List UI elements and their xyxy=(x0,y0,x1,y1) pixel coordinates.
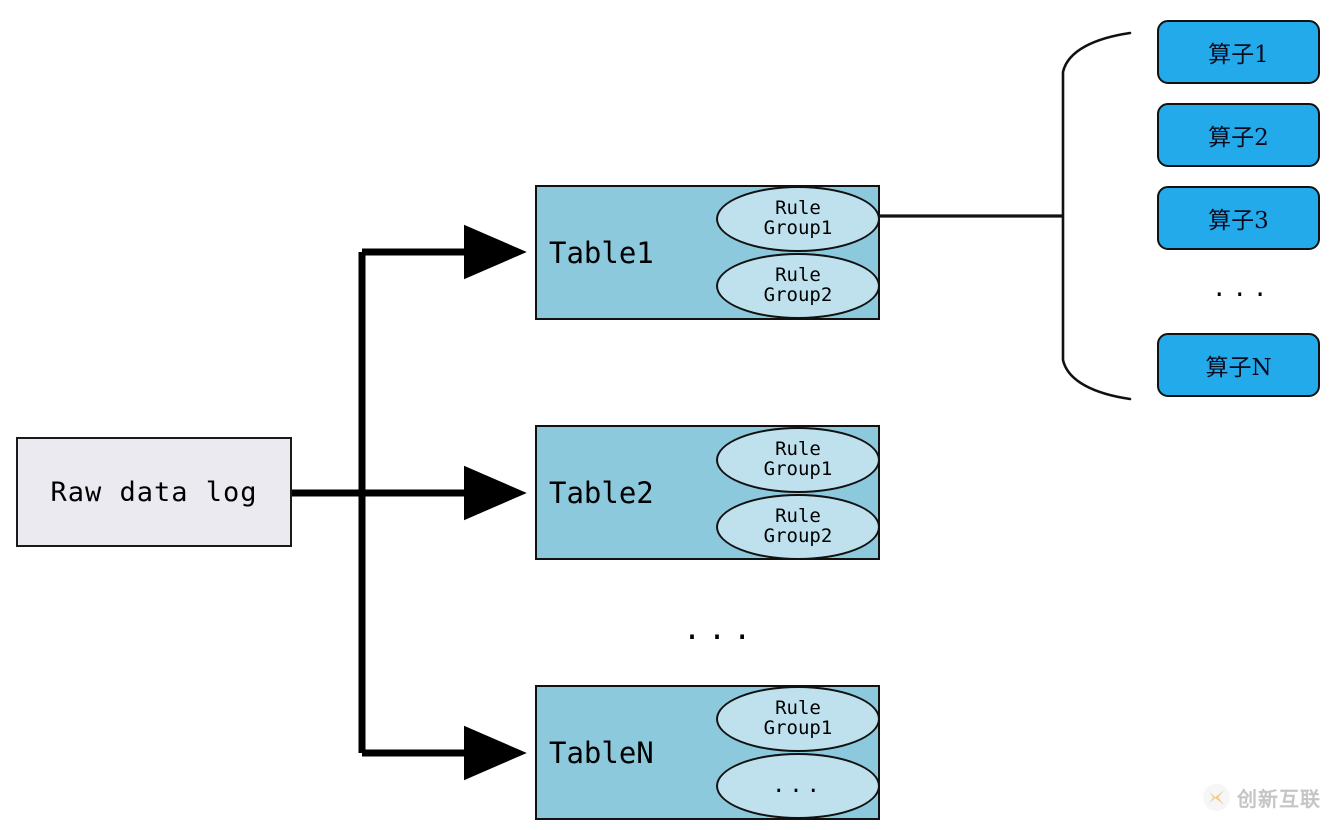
table1-label: Table1 xyxy=(549,235,654,270)
operator-box-1[interactable]: 算子1 xyxy=(1157,20,1320,84)
watermark: 创新互联 xyxy=(1203,783,1321,812)
watermark-text: 创新互联 xyxy=(1237,787,1321,811)
operator-group-brace xyxy=(1061,31,1132,401)
rule-group-line2: Group1 xyxy=(763,217,833,239)
rule-group-line1: Rule xyxy=(775,505,821,528)
operator-box-n[interactable]: 算子N xyxy=(1157,333,1320,397)
operator-label: 算子N xyxy=(1205,355,1272,381)
operator-box-2[interactable]: 算子2 xyxy=(1157,103,1320,167)
tables-ellipsis: ... xyxy=(683,612,759,647)
rule-group-line2: Group1 xyxy=(763,458,833,480)
tablen-label: TableN xyxy=(549,735,654,770)
rule-group-line1: Rule xyxy=(775,697,821,720)
rule-group-ellipse-table1-1[interactable]: Rule Group1 xyxy=(716,186,880,252)
raw-data-log-label: Raw data log xyxy=(50,476,258,508)
operators-ellipsis: ... xyxy=(1212,274,1274,302)
rule-group-ellipsis: ... xyxy=(772,773,824,799)
operator-label: 算子2 xyxy=(1208,125,1269,151)
operator-label: 算子3 xyxy=(1208,208,1269,234)
rule-group-line1: Rule xyxy=(775,264,821,287)
rule-group-ellipse-table1-2[interactable]: Rule Group2 xyxy=(716,253,880,319)
operator-box-3[interactable]: 算子3 xyxy=(1157,186,1320,250)
raw-data-log-box[interactable]: Raw data log xyxy=(16,437,292,547)
rule-group-ellipse-tablen-2[interactable]: ... xyxy=(716,753,880,819)
rule-group-ellipse-tablen-1[interactable]: Rule Group1 xyxy=(716,686,880,752)
rule-group-ellipse-table2-2[interactable]: Rule Group2 xyxy=(716,494,880,560)
rule-group-line2: Group1 xyxy=(763,717,833,739)
table2-label: Table2 xyxy=(549,475,654,510)
watermark-logo-icon xyxy=(1203,784,1230,811)
operator-label: 算子1 xyxy=(1208,42,1269,68)
rule-group-line2: Group2 xyxy=(763,525,833,547)
rule-group-line1: Rule xyxy=(775,438,821,461)
rule-group-line2: Group2 xyxy=(763,284,833,306)
rule-group-line1: Rule xyxy=(775,197,821,220)
rule-group-ellipse-table2-1[interactable]: Rule Group1 xyxy=(716,427,880,493)
